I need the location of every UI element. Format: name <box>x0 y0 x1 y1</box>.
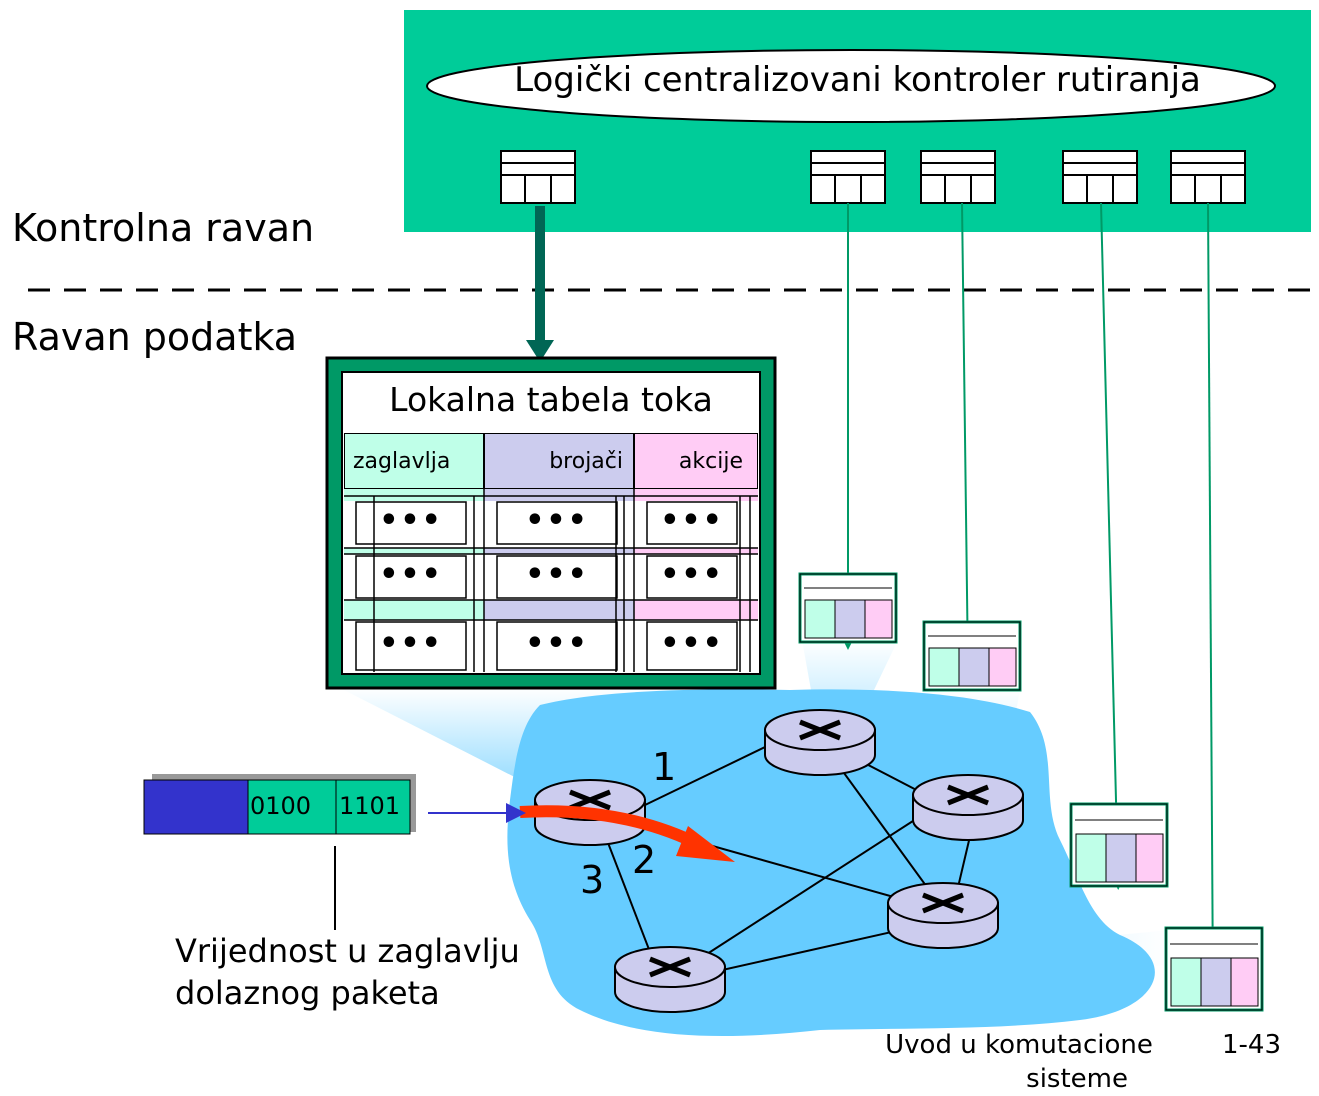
flow-table-title: Lokalna tabela toka <box>389 380 713 419</box>
controller-label: Logički centralizovani kontroler rutiran… <box>514 60 1201 100</box>
packet-header-value-2: 1101 <box>339 792 401 820</box>
packet <box>143 774 416 835</box>
flow-cell: ••• <box>660 503 724 538</box>
packet-annotation: Vrijednost u zaglavlju dolaznog paketa <box>175 930 520 1014</box>
small-flow-table-3 <box>1069 802 1169 888</box>
flow-cell: ••• <box>660 557 724 592</box>
data-plane-label: Ravan podatka <box>12 315 298 359</box>
router-3 <box>912 774 1024 841</box>
flow-table-bands <box>344 489 758 620</box>
flow-cell: ••• <box>660 626 724 661</box>
controller-to-table-arrowhead <box>526 340 554 362</box>
flow-table-col-actions: akcije <box>634 433 758 489</box>
page-number: 1-43 <box>1222 1030 1282 1060</box>
footer-title-line1: Uvod u komutacione <box>885 1030 1153 1060</box>
flow-table-col-headers: zaglavlja <box>344 433 484 489</box>
packet-annotation-line2: dolaznog paketa <box>175 974 440 1012</box>
beam-router-right <box>926 690 1020 800</box>
beam-router-lower-right <box>990 860 1072 910</box>
footer-title-line2: sisteme <box>1026 1064 1128 1094</box>
route-arrow <box>519 805 703 851</box>
beam-router-bottom <box>700 930 1170 995</box>
flow-cell: ••• <box>379 503 443 538</box>
router-4 <box>887 882 999 949</box>
flow-cell: ••• <box>525 557 589 592</box>
controller-ellipse <box>426 49 1276 123</box>
control-plane-label: Kontrolna ravan <box>12 206 315 250</box>
flow-table-col-counters: brojači <box>484 433 634 489</box>
small-flow-table-2 <box>922 620 1022 692</box>
controller-to-router-arrows <box>838 202 1223 1000</box>
flow-cell: ••• <box>379 557 443 592</box>
port-number-1: 1 <box>652 745 677 789</box>
packet-header-value-1: 0100 <box>250 792 312 820</box>
beam-to-flow-table <box>340 688 760 790</box>
router-5 <box>614 946 726 1013</box>
footer-title: Uvod u komutacione sisteme <box>874 1028 1164 1096</box>
controller-table-icons <box>500 150 1246 204</box>
small-flow-table-1 <box>798 572 898 644</box>
flow-table-inner <box>341 371 761 675</box>
route-arrowhead <box>676 826 735 862</box>
router-2 <box>764 709 876 776</box>
flow-cell: ••• <box>525 503 589 538</box>
packet-annotation-line1: Vrijednost u zaglavlju <box>175 932 520 970</box>
port-number-2: 2 <box>632 838 657 882</box>
small-flow-table-4 <box>1164 926 1264 1012</box>
flow-cell: ••• <box>525 626 589 661</box>
port-number-3: 3 <box>580 858 605 902</box>
flow-cell: ••• <box>379 626 443 661</box>
